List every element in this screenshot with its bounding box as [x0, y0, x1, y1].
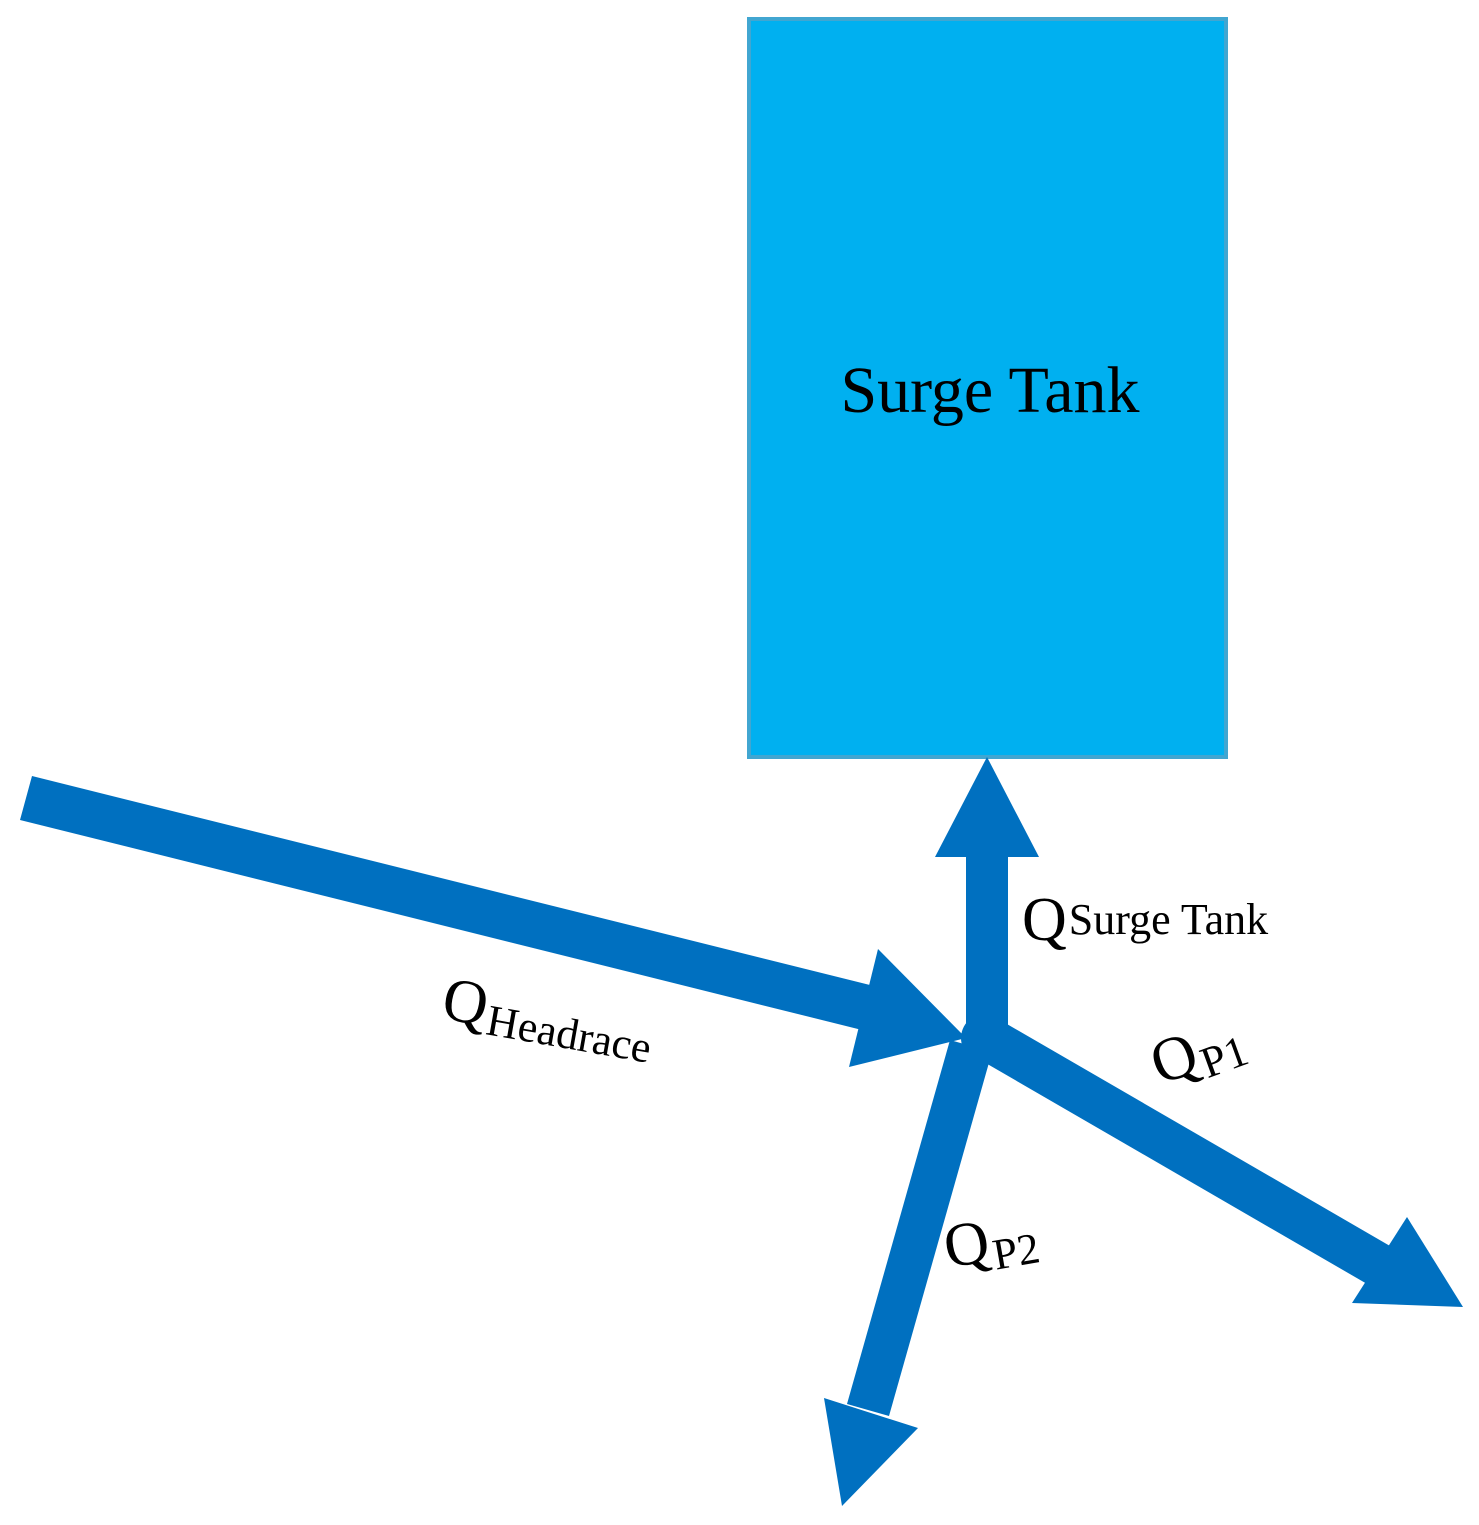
surge-tank-riser-shaft — [966, 852, 1008, 1038]
surge-tank-riser-arrowhead — [935, 757, 1039, 857]
headrace-pipe — [20, 776, 966, 1067]
p2-flow-label: QP2 — [939, 1199, 1044, 1288]
svg-text:QP2: QP2 — [939, 1199, 1044, 1288]
headrace-flow-sub: Headrace — [483, 996, 655, 1073]
p1-flow-label: QP1 — [1142, 1002, 1255, 1103]
surge-tank-riser — [935, 757, 1039, 1038]
svg-text:QHeadrace: QHeadrace — [437, 965, 659, 1073]
junction-node — [961, 1014, 1009, 1062]
surge-tank-flow-main: Q — [1022, 886, 1067, 954]
surge-tank-flow-label: QSurge Tank — [1022, 886, 1268, 954]
headrace-pipe-shaft — [20, 776, 886, 1033]
p1-pipe-shaft — [977, 1020, 1416, 1299]
surge-tank-box — [747, 17, 1228, 759]
p1-arrowhead — [1352, 1217, 1463, 1307]
p2-pipe — [824, 1040, 992, 1506]
svg-text:QSurge Tank: QSurge Tank — [1022, 886, 1268, 954]
headrace-flow-label: QHeadrace — [437, 965, 659, 1073]
p2-flow-sub: P2 — [989, 1223, 1043, 1279]
p2-pipe-shaft — [847, 1040, 992, 1416]
p2-arrowhead — [824, 1398, 918, 1506]
p1-flow-main: Q — [1142, 1019, 1207, 1098]
p1-pipe — [977, 1020, 1463, 1307]
surge-tank-flow-sub: Surge Tank — [1069, 895, 1268, 944]
svg-text:QP1: QP1 — [1142, 1002, 1255, 1103]
surge-tank-label: Surge Tank — [840, 354, 1139, 427]
p2-flow-main: Q — [939, 1207, 995, 1282]
headrace-arrowhead — [849, 949, 966, 1067]
